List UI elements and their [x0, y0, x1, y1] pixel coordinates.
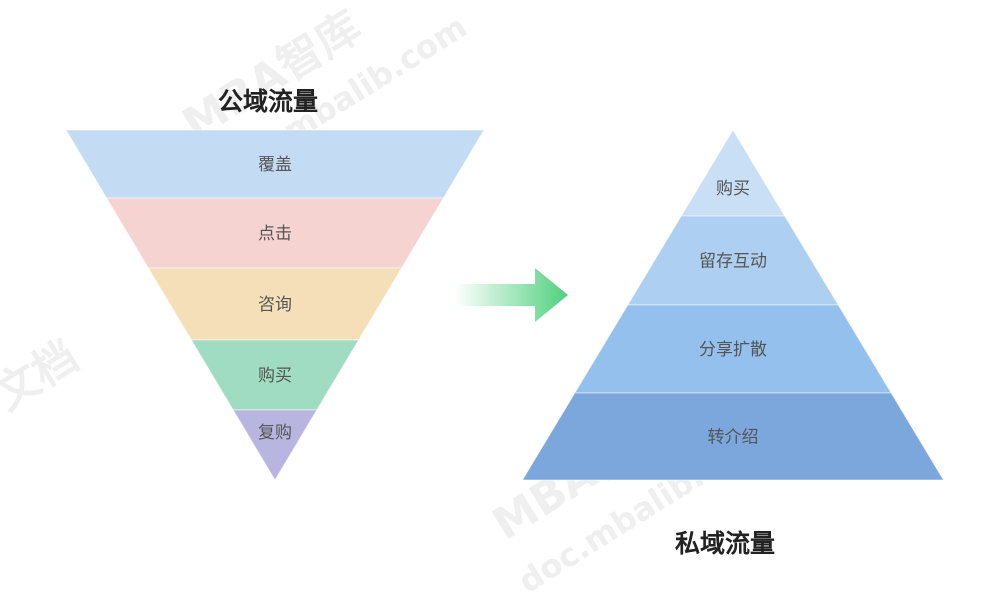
pyramid-layer-3-label: 转介绍: [708, 428, 759, 448]
funnel-layer-0-label: 覆盖: [258, 155, 292, 175]
pyramid-layer-0-label: 购买: [716, 179, 750, 199]
pyramid-layer-2-label: 分享扩散: [699, 340, 767, 360]
funnel-layer-4-band: [232, 409, 318, 481]
pyramid-layer-0-band: [680, 129, 786, 217]
funnel-layer-1-label: 点击: [258, 224, 292, 244]
funnel-layer-4-label: 复购: [258, 423, 292, 443]
funnel-layer-3-label: 购买: [258, 366, 292, 386]
private-traffic-title: 私域流量: [675, 529, 776, 558]
funnel-layer-2-label: 咨询: [258, 295, 292, 315]
pyramid-layer-3-band: [521, 392, 945, 481]
arrow-right-icon: [455, 268, 568, 322]
public-traffic-title: 公域流量: [218, 87, 319, 116]
pyramid-layer-1-label: 留存互动: [699, 252, 767, 272]
